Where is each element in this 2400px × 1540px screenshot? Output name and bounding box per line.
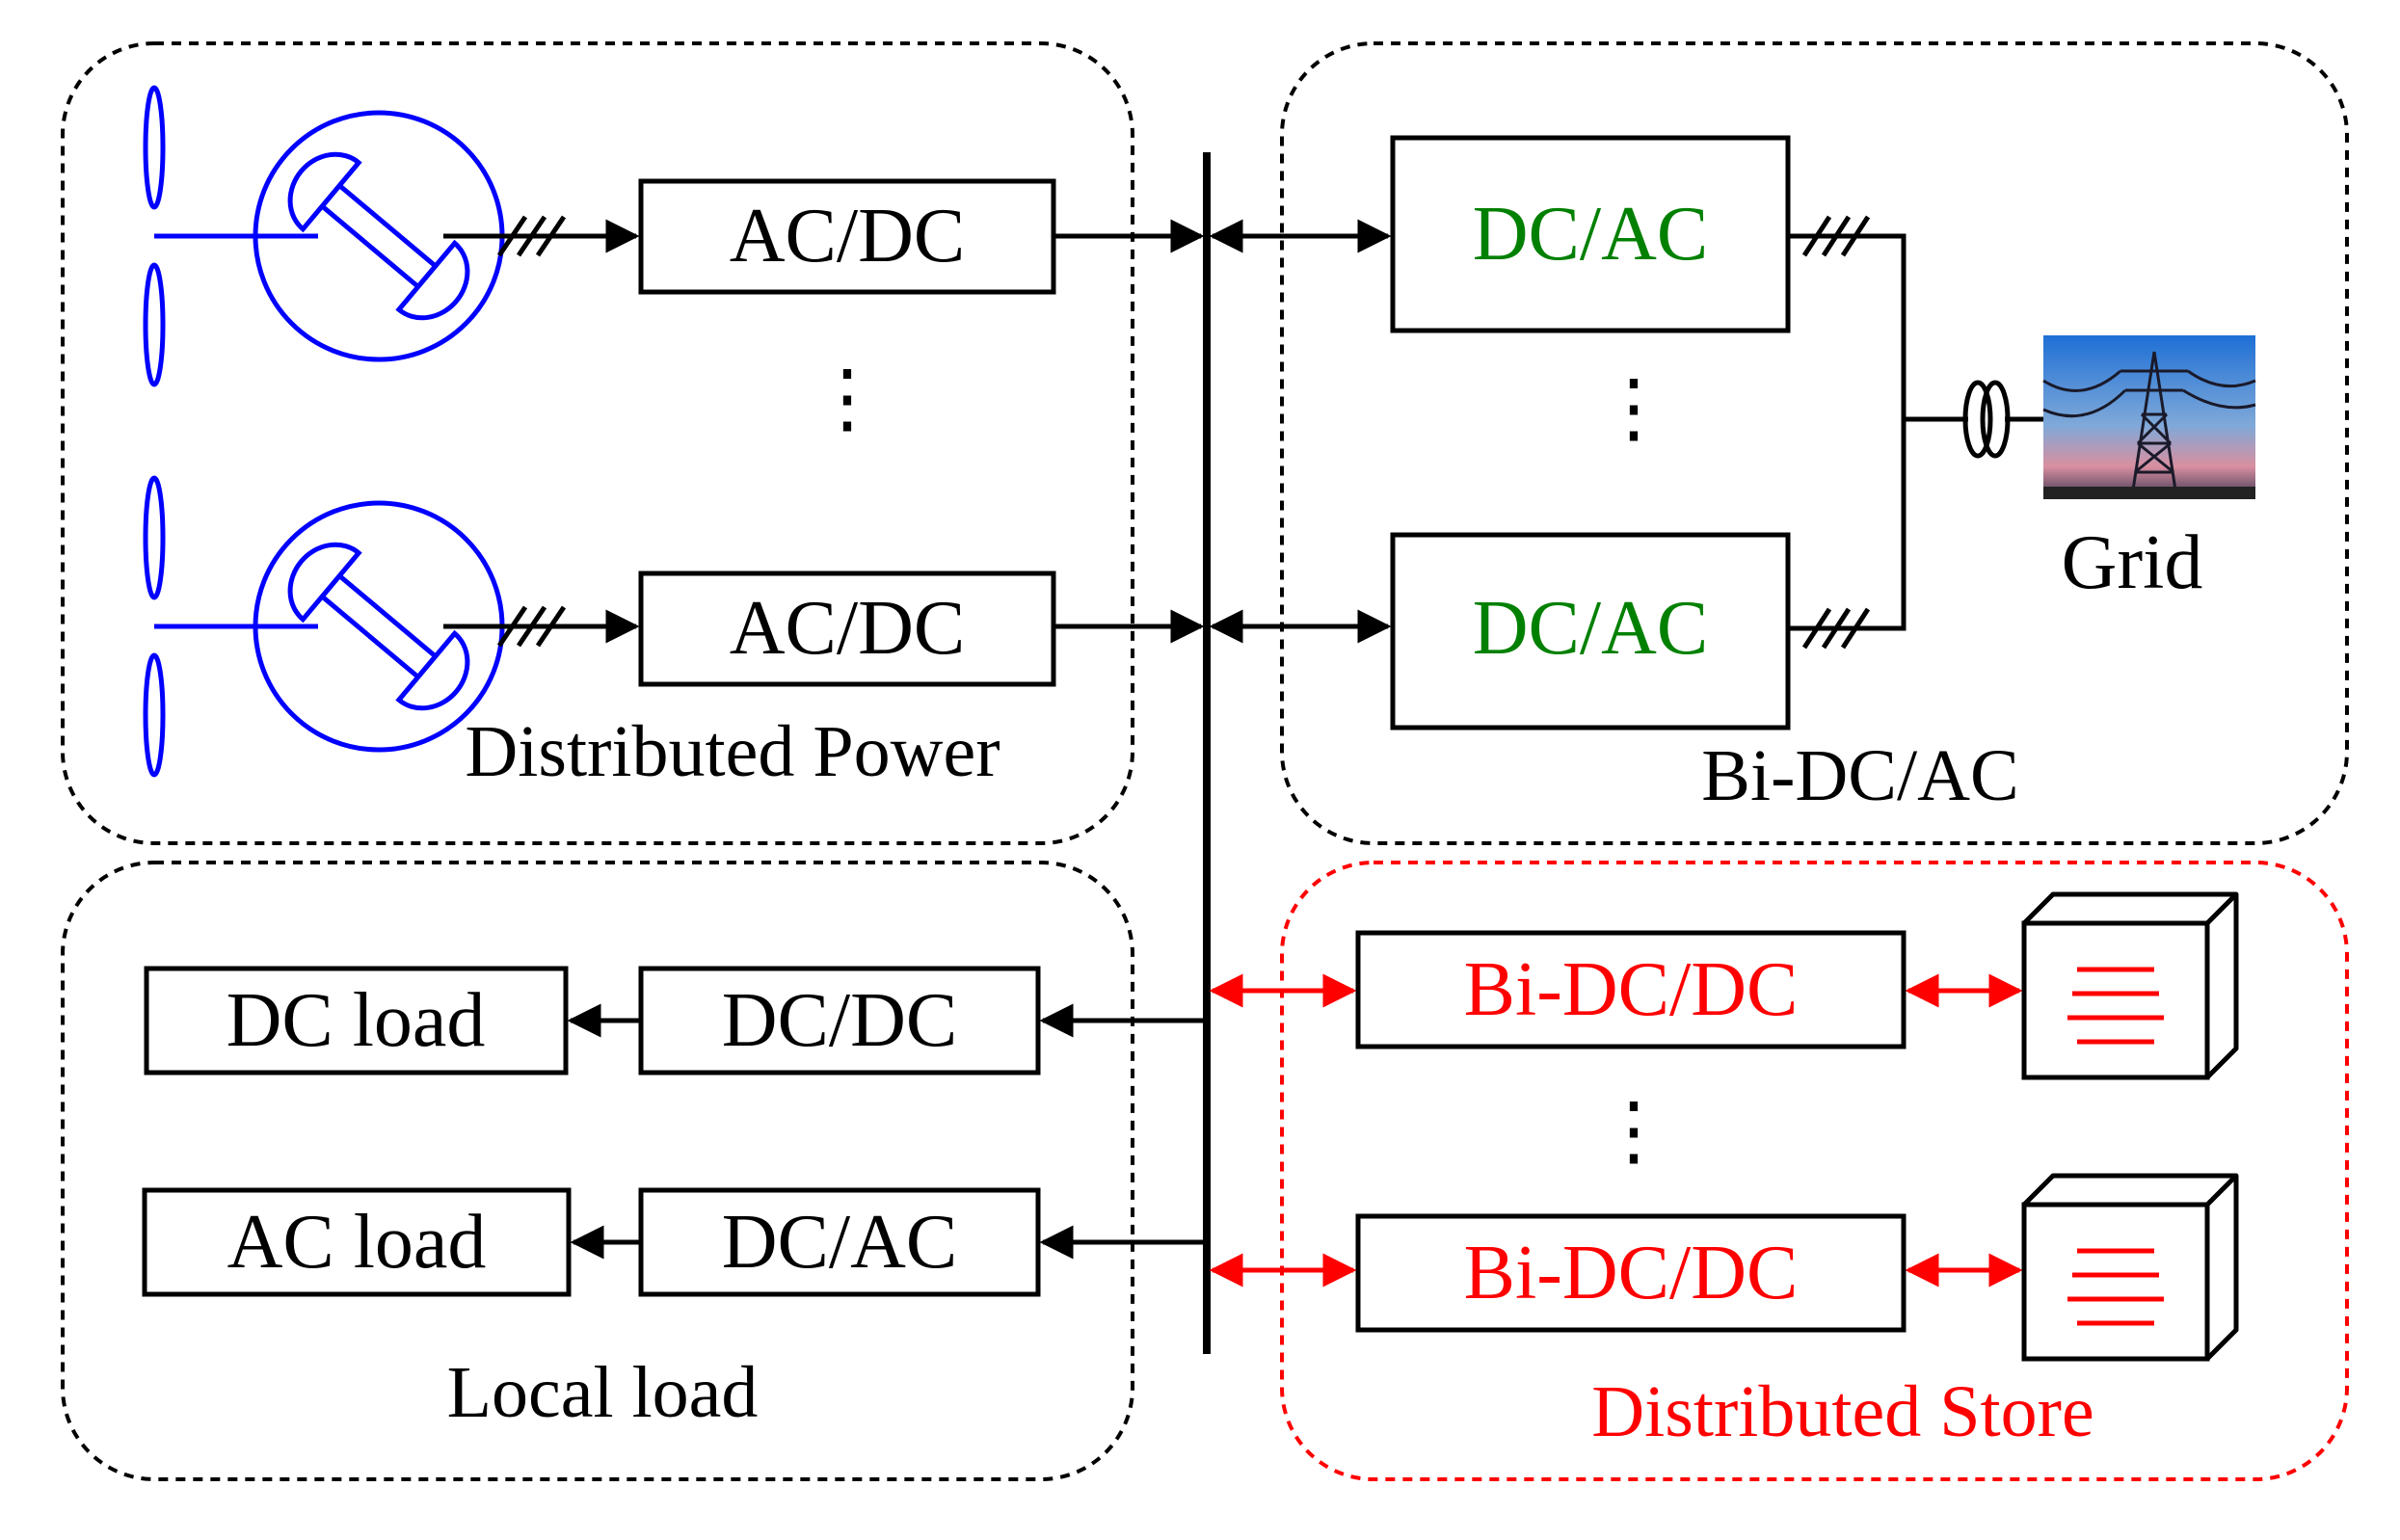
dc-ac-converter-load: DC/AC [638, 1187, 1041, 1297]
three-phase-line [1788, 215, 2043, 650]
converter-label: Bi-DC/DC [1464, 947, 1799, 1032]
group-label-distributed-power: Distributed Power [465, 711, 1000, 792]
converter-label: Bi-DC/DC [1464, 1231, 1799, 1315]
grid-label: Grid [2062, 520, 2203, 605]
group-frame-local-load [61, 861, 1134, 1481]
group-frame-bi-dc-ac [1280, 41, 2349, 845]
load-link [567, 1003, 1207, 1260]
battery-icon [2024, 894, 2236, 1077]
dc-load-box: DC load [144, 966, 569, 1075]
ellipsis-dots: ⋮ [1595, 1089, 1672, 1174]
ac-load-label: AC load [227, 1200, 487, 1285]
battery-icon [2024, 1176, 2236, 1359]
dc-ac-inverter-bottom: DC/AC [1390, 532, 1791, 730]
group-frame-distributed-power [61, 41, 1134, 845]
inverter-label: DC/AC [1473, 586, 1709, 671]
power-tower-icon [2042, 335, 2256, 499]
dc-ac-inverter-top: DC/AC [1390, 135, 1791, 333]
converter-label: DC/AC [722, 1200, 958, 1285]
ac-load-box: AC load [142, 1187, 572, 1297]
transformer-icon [1962, 380, 2011, 459]
ac-dc-converter-bottom: AC/DC [638, 571, 1056, 687]
bi-dc-dc-converter-top: Bi-DC/DC [1355, 930, 1907, 1049]
three-phase-line [443, 215, 640, 648]
ellipsis-dots: ⋮ [809, 357, 886, 441]
dc-load-label: DC load [227, 978, 486, 1063]
converter-label: DC/DC [722, 978, 958, 1063]
dc-link [1053, 219, 1205, 644]
group-label-bi-dc-ac: Bi-DC/AC [1701, 735, 2018, 816]
group-label-distributed-store: Distributed Store [1591, 1371, 2093, 1452]
ellipsis-dots: ⋮ [1595, 366, 1672, 451]
group-frame-distributed-store [1280, 861, 2349, 1481]
dc-dc-converter: DC/DC [638, 966, 1041, 1075]
group-label-local-load: Local load [447, 1352, 759, 1433]
inverter-label: DC/AC [1473, 192, 1709, 277]
converter-label: AC/DC [730, 194, 966, 279]
storage-link [1209, 973, 2023, 1288]
converter-label: AC/DC [730, 586, 966, 671]
ac-dc-converter-top: AC/DC [638, 178, 1056, 295]
bi-dc-dc-converter-bottom: Bi-DC/DC [1355, 1213, 1907, 1333]
bidirectional-link [1209, 219, 1392, 644]
